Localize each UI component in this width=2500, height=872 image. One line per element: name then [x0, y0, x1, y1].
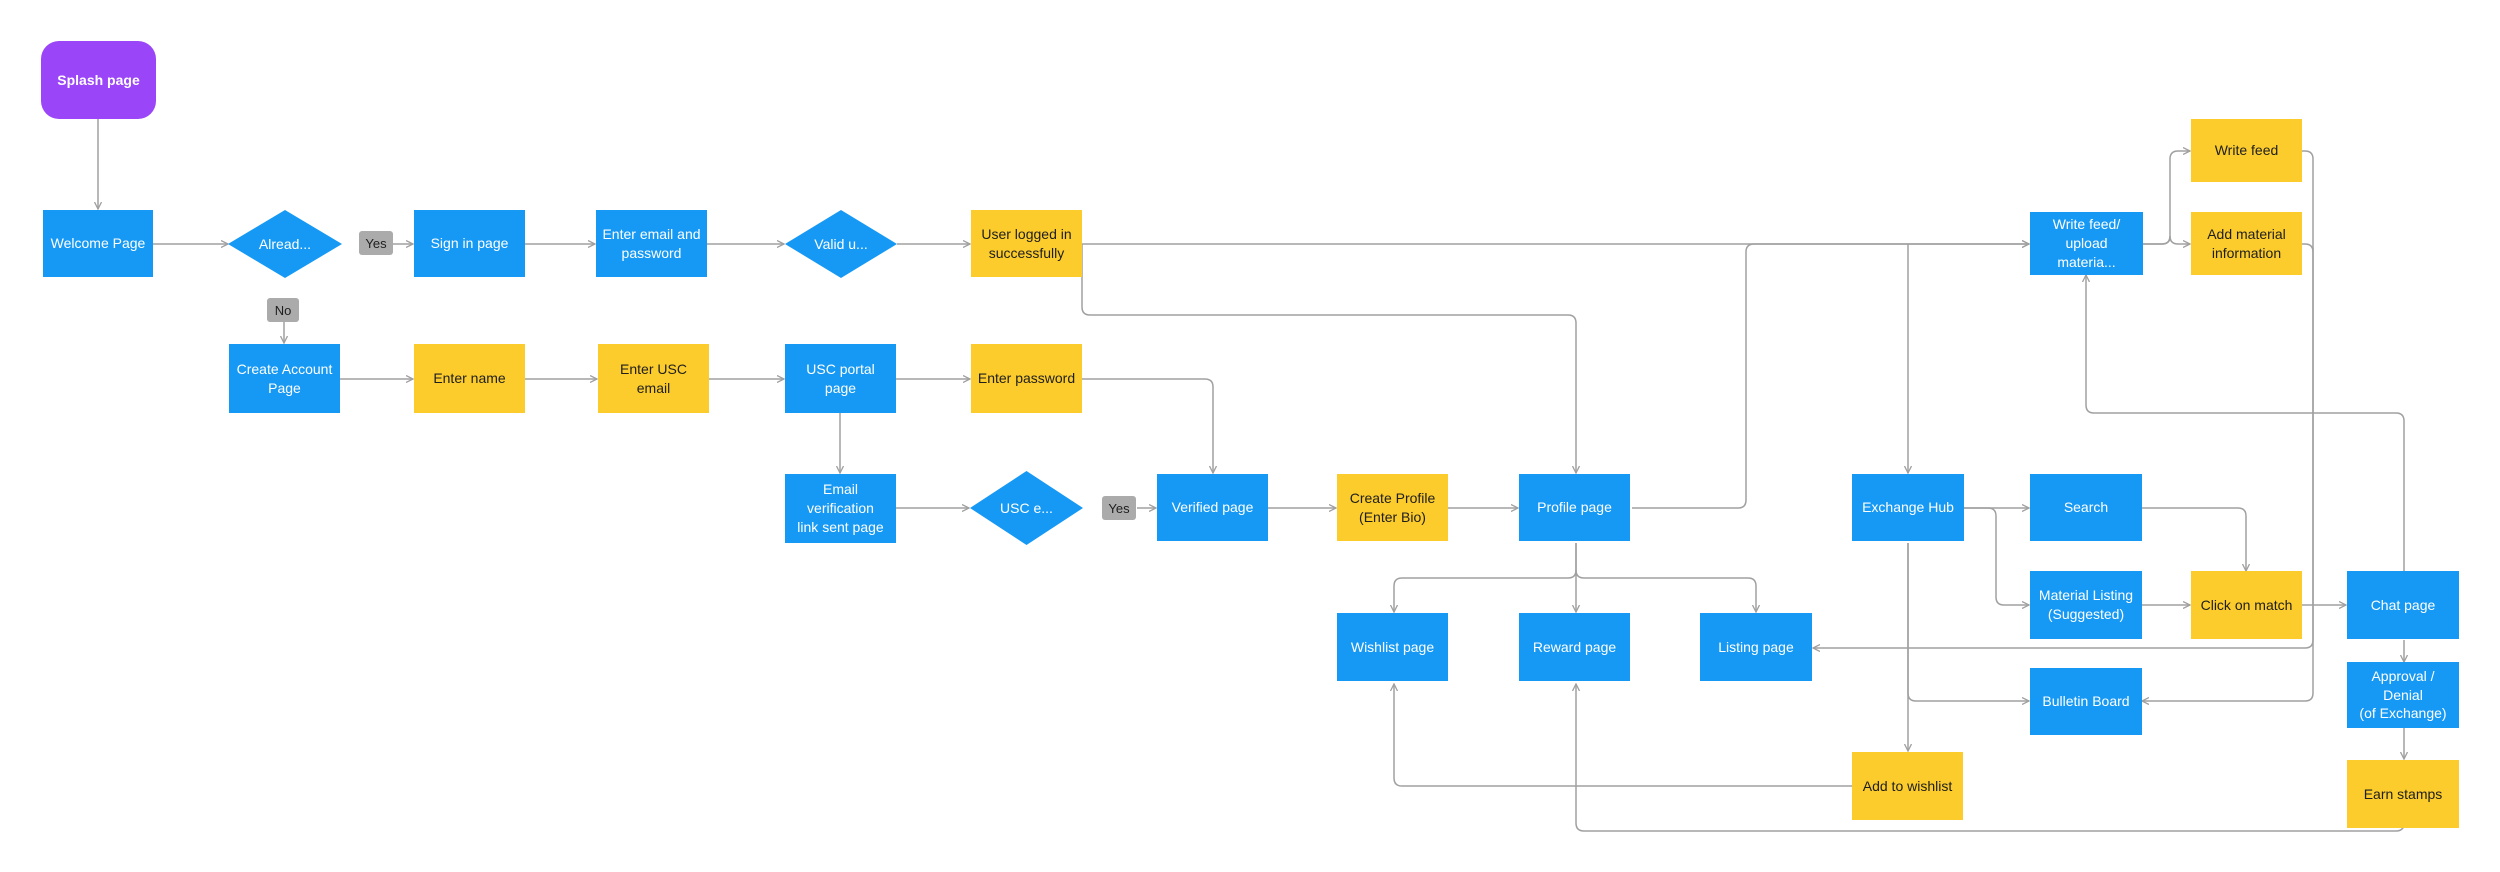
- edge-password-verified: [1082, 378, 1213, 473]
- approval-denial-node: Approval / Denial (of Exchange): [2347, 662, 2459, 728]
- yes-label-1: Yes: [359, 231, 393, 255]
- edge-profile-wishlist: [1394, 543, 1577, 612]
- edge-addwishlist-wishlist: [1394, 684, 1852, 787]
- user-logged-in-node: User logged in successfully: [971, 210, 1082, 277]
- edge-exchangehub-bulletin: [1907, 543, 2029, 701]
- profile-page-node: Profile page: [1519, 474, 1630, 541]
- valid-user-decision-node: Valid u...: [785, 210, 897, 278]
- chat-page-node: Chat page: [2347, 571, 2459, 639]
- edge-writefeedupload-addmaterial: [2143, 235, 2190, 244]
- edge-chat-writefeedupload: [2086, 275, 2405, 571]
- usc-email-diamond-shape: [970, 471, 1083, 545]
- no-label-1: No: [267, 298, 299, 322]
- search-node: Search: [2030, 474, 2142, 541]
- edge-profile-listing: [1575, 569, 1756, 612]
- welcome-page-node: Welcome Page: [43, 210, 153, 277]
- write-feed-upload-node: Write feed/ upload materia...: [2030, 212, 2143, 275]
- already-diamond-shape: [228, 210, 342, 278]
- material-listing-node: Material Listing (Suggested): [2030, 571, 2142, 639]
- create-profile-node: Create Profile (Enter Bio): [1337, 474, 1448, 541]
- click-on-match-node: Click on match: [2191, 571, 2302, 639]
- verified-page-node: Verified page: [1157, 474, 1268, 541]
- edge-exchangehub-materiallisting: [1964, 507, 2029, 605]
- valid-user-diamond-shape: [785, 210, 897, 278]
- create-account-page-node: Create Account Page: [229, 344, 340, 413]
- reward-page-node: Reward page: [1519, 613, 1630, 681]
- add-material-info-node: Add material information: [2191, 212, 2302, 275]
- usc-portal-page-node: USC portal page: [785, 344, 896, 413]
- enter-password-node: Enter password: [971, 344, 1082, 413]
- edge-loggedin-profile: [1081, 244, 1576, 473]
- edge-profile-writefeed: [1632, 244, 2029, 509]
- wishlist-page-node: Wishlist page: [1337, 613, 1448, 681]
- earn-stamps-node: Earn stamps: [2347, 760, 2459, 828]
- sign-in-page-node: Sign in page: [414, 210, 525, 277]
- add-to-wishlist-node: Add to wishlist: [1852, 752, 1963, 820]
- edge-earnstamps-reward: [1576, 684, 2405, 832]
- enter-email-password-node: Enter email and password: [596, 210, 707, 277]
- listing-page-node: Listing page: [1700, 613, 1812, 681]
- valid-user-decision-label: Valid u...: [814, 236, 868, 252]
- write-feed-node: Write feed: [2191, 119, 2302, 182]
- email-verification-node: Email verification link sent page: [785, 474, 896, 543]
- edge-search-clickmatch: [2142, 507, 2246, 571]
- yes-label-2: Yes: [1102, 496, 1136, 520]
- already-decision-node: Alread...: [228, 210, 342, 278]
- bulletin-board-node: Bulletin Board: [2030, 668, 2142, 735]
- usc-email-decision-node: USC e...: [970, 471, 1083, 545]
- splash-page-node: Splash page: [41, 41, 156, 119]
- edge-addmaterial-bulletin: [2142, 243, 2314, 701]
- exchange-hub-node: Exchange Hub: [1852, 474, 1964, 541]
- enter-usc-email-node: Enter USC email: [598, 344, 709, 413]
- edge-writefeedupload-writefeed: [2143, 151, 2190, 245]
- already-decision-label: Alread...: [258, 236, 312, 252]
- enter-name-node: Enter name: [414, 344, 525, 413]
- usc-email-decision-label: USC e...: [1000, 500, 1053, 516]
